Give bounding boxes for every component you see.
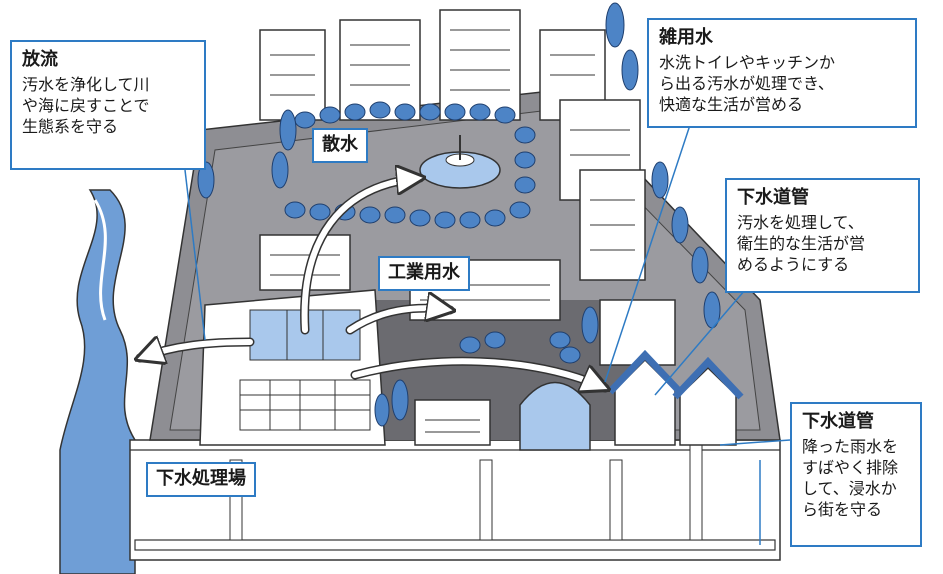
tag-industrial-water: 工業用水 bbox=[378, 256, 470, 291]
callout-misc-water-title: 雑用水 bbox=[659, 27, 713, 48]
callout-sewer-pipe-bottom-title: 下水道管 bbox=[802, 411, 874, 432]
river bbox=[59, 189, 136, 574]
sewer-pipe-main bbox=[134, 539, 776, 551]
fountain bbox=[419, 135, 501, 189]
callout-misc-water: 雑用水 水洗トイレやキッチンか ら出る汚水が処理でき、 快適な生活が営める bbox=[647, 18, 917, 128]
callout-sewer-pipe-bottom: 下水道管 降った雨水を すばやく排除 して、浸水か ら街を守る bbox=[790, 402, 922, 547]
flow-arrows bbox=[140, 178, 605, 388]
callout-misc-water-body: 水洗トイレやキッチンか ら出る汚水が処理でき、 快適な生活が営める bbox=[659, 52, 836, 114]
callout-sewer-pipe-top-body: 汚水を処理して、 衛生的な生活が営 めるようにする bbox=[737, 212, 866, 274]
treatment-plant-graphic bbox=[199, 289, 386, 446]
houses bbox=[607, 349, 744, 446]
callout-sewer-pipe-top-title: 下水道管 bbox=[737, 187, 809, 208]
callout-discharge-title: 放流 bbox=[22, 49, 58, 70]
tag-sprinkling: 散水 bbox=[312, 128, 368, 163]
leader-lines bbox=[184, 124, 791, 545]
tag-treatment-plant: 下水処理場 bbox=[146, 462, 256, 497]
callout-sewer-pipe-bottom-body: 降った雨水を すばやく排除 して、浸水か ら街を守る bbox=[802, 436, 899, 520]
callout-discharge: 放流 汚水を浄化して川 や海に戻すことで 生態系を守る bbox=[10, 40, 206, 170]
callout-discharge-body: 汚水を浄化して川 や海に戻すことで 生態系を守る bbox=[22, 74, 150, 136]
shrubs bbox=[284, 101, 581, 364]
trees bbox=[197, 2, 721, 427]
callout-sewer-pipe-top: 下水道管 汚水を処理して、 衛生的な生活が営 めるようにする bbox=[725, 178, 920, 293]
